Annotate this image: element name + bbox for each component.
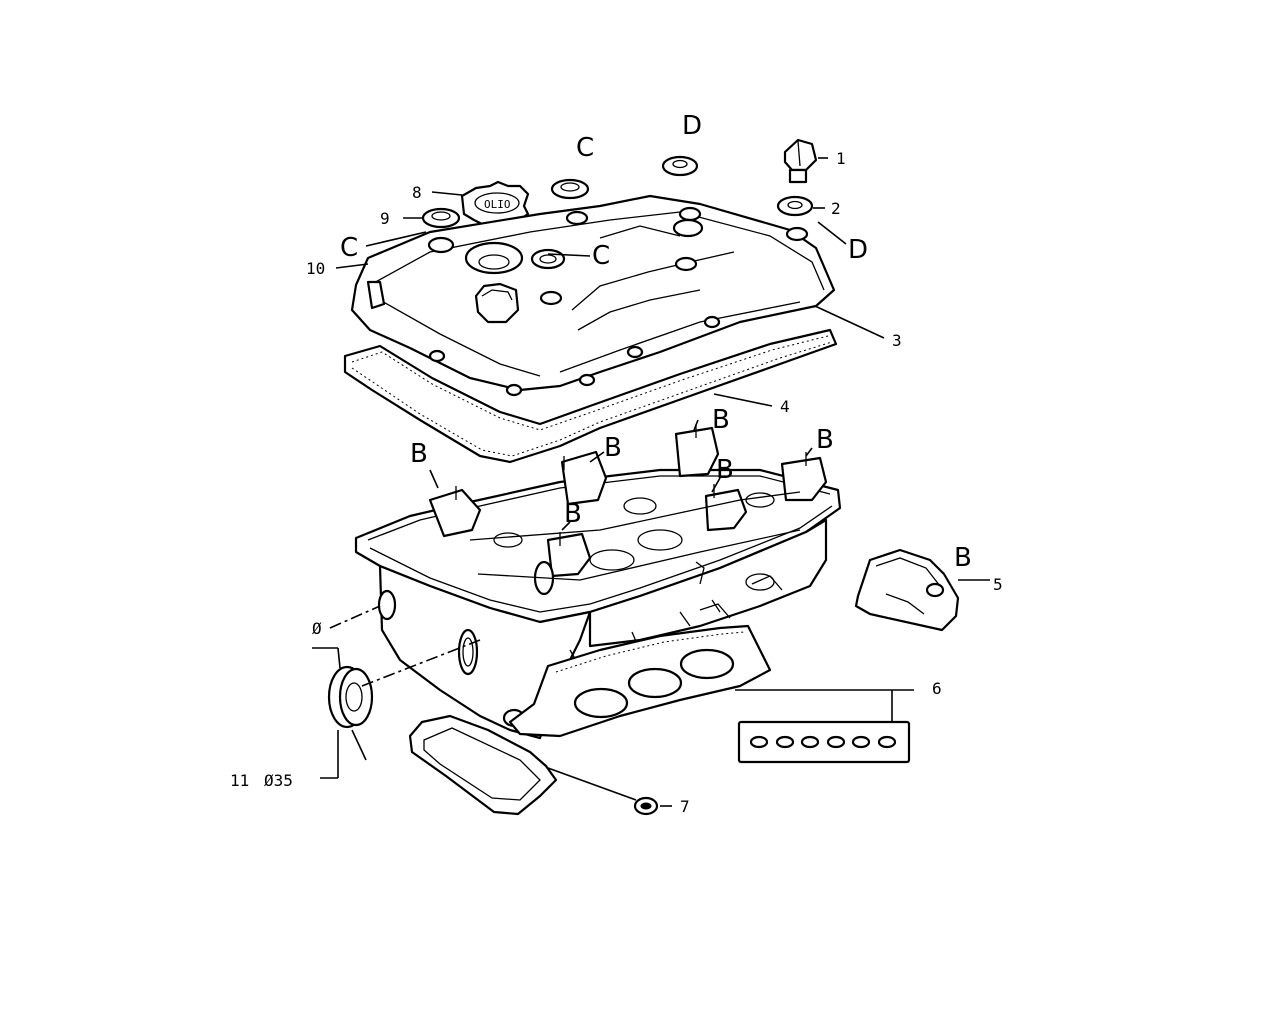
- letter-c-top: C: [576, 133, 594, 163]
- part-1-sensor: [783, 138, 828, 184]
- label-7: 7: [680, 797, 690, 816]
- label-diameter-35: Ø35: [264, 771, 293, 790]
- letter-b-7: B: [954, 543, 972, 573]
- label-10: 10: [306, 259, 325, 278]
- letter-b-5: B: [716, 455, 734, 485]
- part-5-cam-cap: [854, 548, 990, 632]
- letter-b-6: B: [564, 499, 582, 529]
- label-8: 8: [412, 183, 422, 202]
- part-7-plug: [547, 767, 672, 816]
- part-11-seal: [312, 647, 374, 779]
- letter-c-middle: C: [592, 241, 610, 271]
- label-diameter-symbol: Ø: [312, 619, 322, 638]
- part-4-cover-gasket: [343, 328, 838, 464]
- oil-cap-text: OLIO: [484, 198, 511, 211]
- label-9: 9: [380, 209, 390, 228]
- washer-d-top: [661, 155, 699, 177]
- label-6: 6: [932, 679, 942, 698]
- front-gasket: [408, 714, 558, 816]
- letter-d-top: D: [682, 111, 702, 141]
- seal-c-top: [550, 178, 590, 200]
- letter-b-4: B: [816, 425, 834, 455]
- label-2: 2: [831, 199, 841, 218]
- letter-b-2: B: [604, 433, 622, 463]
- part-9-seal: [403, 207, 461, 229]
- label-11: 11: [230, 771, 249, 790]
- label-1: 1: [836, 149, 846, 168]
- label-4: 4: [780, 397, 790, 416]
- part-8-oil-cap: OLIO: [431, 180, 530, 228]
- letter-d-right: D: [848, 235, 868, 265]
- letter-b-3: B: [712, 405, 730, 435]
- letter-c-left: C: [340, 233, 358, 263]
- part-2-washer: [776, 195, 825, 217]
- letter-b-1: B: [410, 439, 428, 469]
- label-3: 3: [892, 331, 902, 350]
- label-5: 5: [993, 575, 1003, 594]
- part-6-head-gasket: [508, 624, 914, 764]
